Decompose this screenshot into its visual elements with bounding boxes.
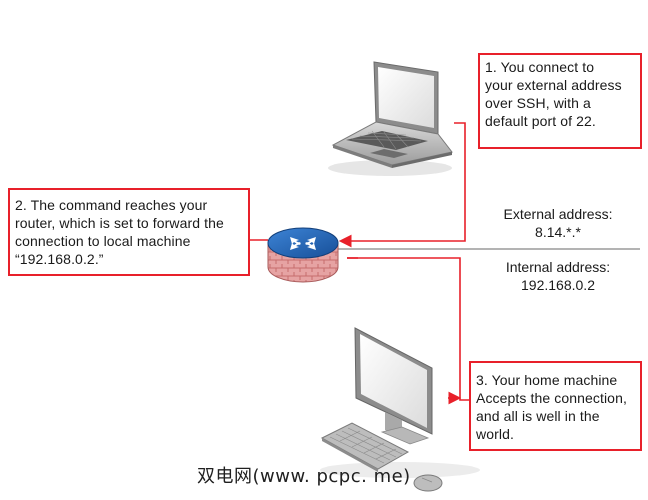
step1-line-4: default port of 22. bbox=[485, 113, 596, 129]
step2-callout: 2. The command reaches your router, whic… bbox=[8, 188, 250, 276]
step1-line-3: over SSH, with a bbox=[485, 95, 591, 111]
step3-line-4: world. bbox=[476, 426, 514, 442]
keyboard-icon bbox=[320, 422, 410, 472]
connector-step1 bbox=[338, 122, 466, 248]
watermark-text: 双电网(www. pcpc. me) bbox=[197, 466, 411, 487]
mouse-icon bbox=[413, 474, 443, 492]
step1-line-2: your external address bbox=[485, 77, 622, 93]
internal-address-value: 192.168.0.2 bbox=[521, 277, 595, 293]
step1-line-1: 1. You connect to bbox=[485, 59, 595, 75]
step3-line-2: Accepts the connection, bbox=[476, 390, 627, 406]
external-address-label: External address: bbox=[503, 206, 613, 222]
connector-step3 bbox=[347, 257, 470, 401]
step2-line-3: connection to local machine bbox=[15, 233, 191, 249]
step2-line-4: “192.168.0.2.” bbox=[15, 251, 104, 267]
router-icon bbox=[267, 227, 339, 283]
internal-address-label: Internal address: bbox=[505, 259, 611, 275]
step3-line-1: 3. Your home machine bbox=[476, 372, 618, 388]
external-address-block: External address: 8.14.*.* bbox=[488, 205, 628, 241]
step1-callout: 1. You connect to your external address … bbox=[478, 53, 642, 149]
connector-step3-arrow bbox=[347, 257, 462, 405]
external-address-value: 8.14.*.* bbox=[535, 224, 581, 240]
desktop-computer-icon bbox=[320, 327, 480, 478]
internal-address-block: Internal address: 192.168.0.2 bbox=[488, 258, 628, 294]
step3-line-3: and all is well in the bbox=[476, 408, 600, 424]
step2-line-1: 2. The command reaches your bbox=[15, 197, 208, 213]
step3-callout: 3. Your home machine Accepts the connect… bbox=[469, 361, 642, 451]
step2-line-2: router, which is set to forward the bbox=[15, 215, 224, 231]
laptop-icon bbox=[328, 61, 453, 176]
